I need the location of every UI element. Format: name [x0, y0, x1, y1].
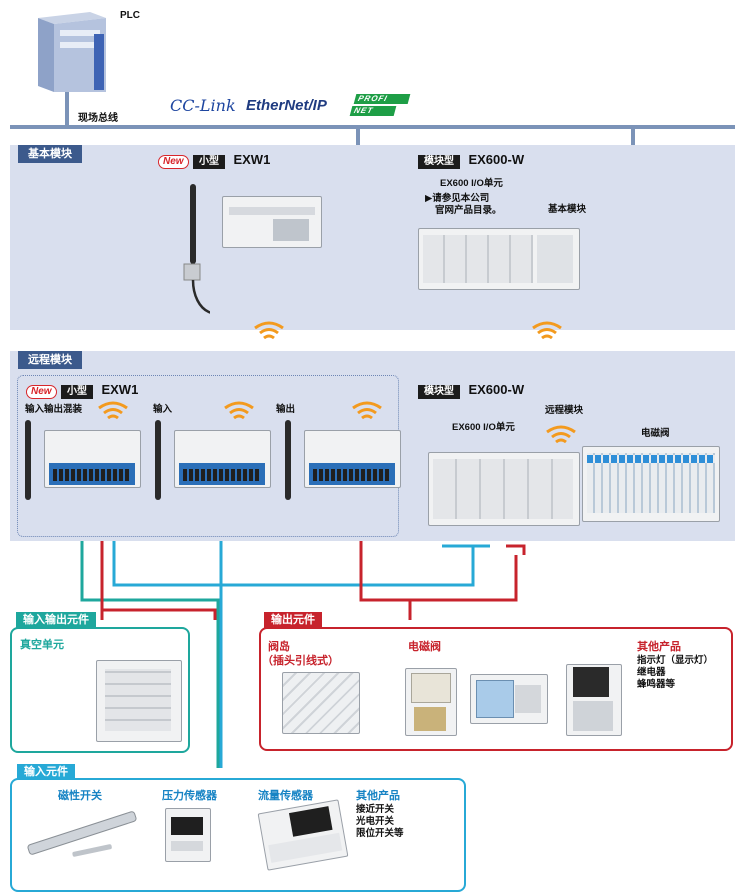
exw1-input-device — [174, 430, 271, 488]
exw1-model: EXW1 — [233, 152, 271, 167]
red-wire-6 — [410, 555, 518, 602]
base-exw1-header: New 小型 EXW1 — [158, 151, 270, 169]
exw1-output-label: 输出 — [276, 404, 296, 415]
ex600-remote-model: EX600-W — [468, 382, 525, 397]
wifi-icon — [224, 401, 254, 420]
blue-wire-exw-in — [112, 489, 475, 587]
pressure-sensor-label: 压力传感器 — [162, 790, 217, 802]
base-ex600-io-label: EX600 I/O单元 — [440, 178, 503, 189]
remote-band-label: 远程模块 — [18, 351, 82, 369]
wifi-icon — [532, 321, 562, 340]
ex600-remote-type-tag: 模块型 — [418, 385, 460, 399]
remote-ex600-io-label: EX600 I/O单元 — [452, 422, 515, 433]
solenoid-label: 电磁阀 — [408, 641, 441, 653]
teal-wire-1 — [80, 489, 220, 768]
cclink-logo: CC-Link — [170, 96, 236, 115]
base-module-band — [10, 145, 735, 330]
wifi-icon — [546, 425, 576, 444]
remote-ex600-header: 模块型 EX600-W — [418, 381, 524, 399]
output-elements-title: 输出元件 — [264, 612, 322, 628]
other-valve-image — [566, 664, 622, 736]
flow-sensor-label: 流量传感器 — [258, 790, 313, 802]
magnetic-switch-label: 磁性开关 — [58, 790, 102, 802]
input-other-item: 接近开关 — [356, 804, 395, 815]
exw1-antenna — [25, 420, 31, 500]
fieldbus-label: 现场总线 — [78, 113, 118, 124]
exw1-remote-size-tag: 小型 — [61, 385, 94, 399]
ethernetip-logo: EtherNet/IP — [246, 97, 327, 114]
input-elements-title: 输入元件 — [17, 764, 75, 780]
output-other-label: 其他产品 — [637, 641, 681, 653]
valve-block-image — [470, 674, 548, 724]
exw1-base-device — [222, 196, 322, 248]
red-wire-5 — [506, 544, 526, 555]
plc-icon — [38, 12, 106, 92]
valve-island-sub-label: （插头引线式） — [262, 655, 339, 667]
exw1-mixed-device — [44, 430, 141, 488]
exw1-mixed-label: 输入输出混装 — [25, 404, 83, 415]
plc-cabinet — [30, 10, 110, 92]
output-other-item: 继电器 — [637, 667, 666, 678]
wifi-icon — [98, 401, 128, 420]
plc-label: PLC — [120, 10, 140, 21]
input-other-item: 限位开关等 — [356, 828, 404, 839]
input-other-item: 光电开关 — [356, 816, 395, 827]
new-badge: New — [26, 385, 57, 399]
remote-module-label: 远程模块 — [545, 405, 584, 416]
remote-exw1-header: New 小型 EXW1 — [26, 381, 138, 399]
vacuum-unit-image — [96, 660, 182, 742]
cylinder-switch-image — [27, 811, 137, 857]
exw1-base-antenna — [180, 182, 238, 337]
exw1-input-label: 输入 — [153, 404, 173, 415]
profinet-logo: PROFI NET — [349, 94, 411, 116]
exw1-output-device — [304, 430, 401, 488]
wifi-icon — [352, 401, 382, 420]
pressure-sensor-image — [165, 808, 211, 862]
solenoid-valve-manifold — [582, 446, 720, 522]
vacuum-unit-label: 真空单元 — [20, 639, 64, 651]
output-other-item: 指示灯（显示灯） — [637, 655, 714, 666]
io-elements-title: 输入输出元件 — [16, 612, 96, 628]
input-other-label: 其他产品 — [356, 790, 400, 802]
exw1-remote-model: EXW1 — [101, 382, 139, 397]
exw1-antenna — [285, 420, 291, 500]
base-band-label: 基本模块 — [18, 145, 82, 163]
wifi-icon — [254, 321, 284, 340]
base-ex600-base-module-label: 基本模块 — [548, 204, 587, 215]
ex600-type-tag: 模块型 — [418, 155, 460, 169]
base-ex600-header: 模块型 EX600-W — [418, 151, 524, 169]
exw1-antenna — [155, 420, 161, 500]
red-wire-2 — [100, 495, 217, 620]
base-ex600-note-1: ▶请参见本公司 — [425, 193, 490, 204]
valve-island-image — [282, 672, 360, 734]
solenoid-valve-label: 电磁阀 — [641, 428, 670, 439]
ex600-remote-device — [428, 452, 580, 526]
new-badge: New — [158, 155, 189, 169]
solenoid-valve-image — [405, 668, 457, 736]
red-wire-4 — [359, 497, 412, 620]
exw1-size-tag: 小型 — [193, 155, 226, 169]
valve-island-label: 阀岛 — [268, 641, 290, 653]
output-other-item: 蜂鸣器等 — [637, 679, 676, 690]
ex600-base-device — [418, 228, 580, 290]
base-ex600-note-2: 官网产品目录。 — [435, 205, 502, 216]
ex600-model: EX600-W — [468, 152, 525, 167]
